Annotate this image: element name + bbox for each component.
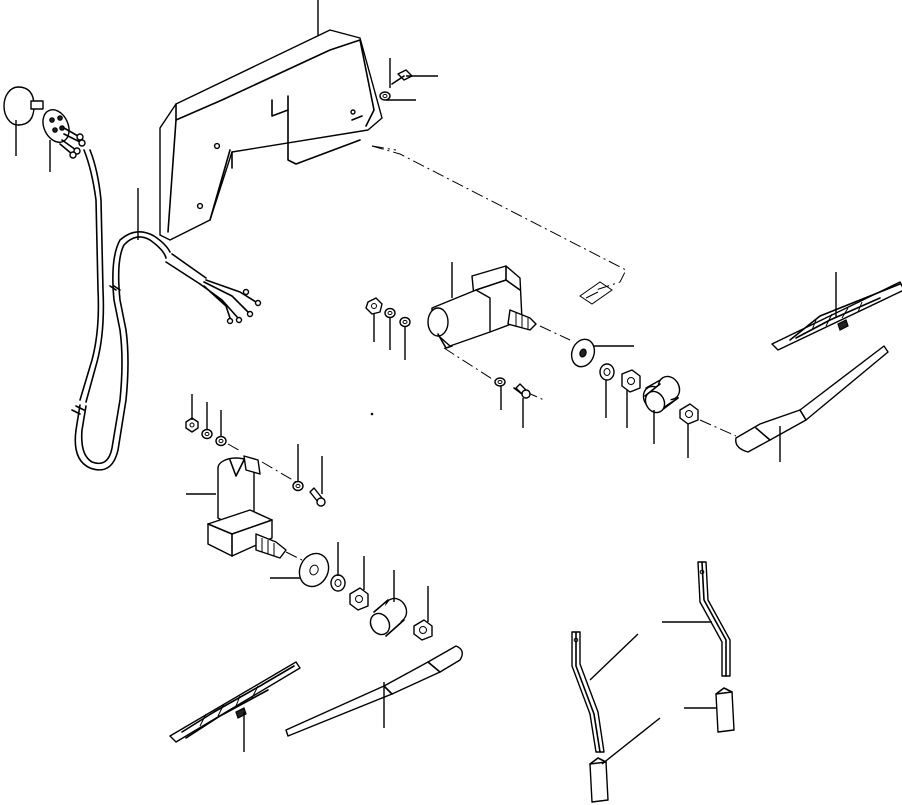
- mounting-strap: [697, 561, 731, 677]
- washer: [215, 435, 227, 447]
- spacer: [369, 597, 408, 637]
- wiper-arm: [285, 645, 463, 737]
- nut: [413, 619, 433, 641]
- rear-wiper-motor: [207, 455, 287, 559]
- wiper-switch-knob: [3, 86, 44, 126]
- washer: [494, 377, 506, 387]
- washer: [384, 307, 396, 319]
- washer: [292, 480, 304, 492]
- wiper-arm: [735, 345, 889, 453]
- washer: [201, 428, 213, 440]
- wiring-harness: [71, 149, 262, 471]
- alignment-line: [227, 443, 297, 483]
- nut: [185, 417, 199, 433]
- leader-line: [589, 633, 639, 681]
- washer: [599, 363, 615, 381]
- motor-bracket: [159, 29, 383, 241]
- seal-washer: [298, 552, 330, 588]
- alignment-line: [699, 419, 737, 437]
- leader-line: [601, 717, 661, 765]
- nut: [679, 403, 699, 425]
- washer: [330, 574, 346, 592]
- motor-mount-plate: [579, 281, 613, 305]
- stray-mark: [370, 412, 374, 416]
- rubber-sleeve: [715, 687, 735, 733]
- bolt: [391, 69, 413, 85]
- washer: [399, 316, 411, 328]
- wiper-blade: [169, 661, 301, 743]
- washer: [379, 91, 391, 101]
- mounting-strap: [571, 631, 605, 753]
- rubber-sleeve: [589, 757, 609, 803]
- alignment-line: [371, 145, 397, 151]
- bolt: [513, 383, 531, 399]
- bolt: [309, 487, 326, 507]
- wiper-switch-body: [42, 109, 86, 159]
- nut: [621, 369, 641, 393]
- seal-washer: [570, 338, 596, 368]
- spacer: [642, 375, 681, 414]
- nut: [349, 587, 369, 611]
- wiper-blade: [771, 281, 902, 351]
- front-wiper-motor: [427, 265, 537, 349]
- alignment-line: [285, 551, 303, 561]
- nut: [365, 297, 383, 315]
- alignment-line: [539, 325, 571, 341]
